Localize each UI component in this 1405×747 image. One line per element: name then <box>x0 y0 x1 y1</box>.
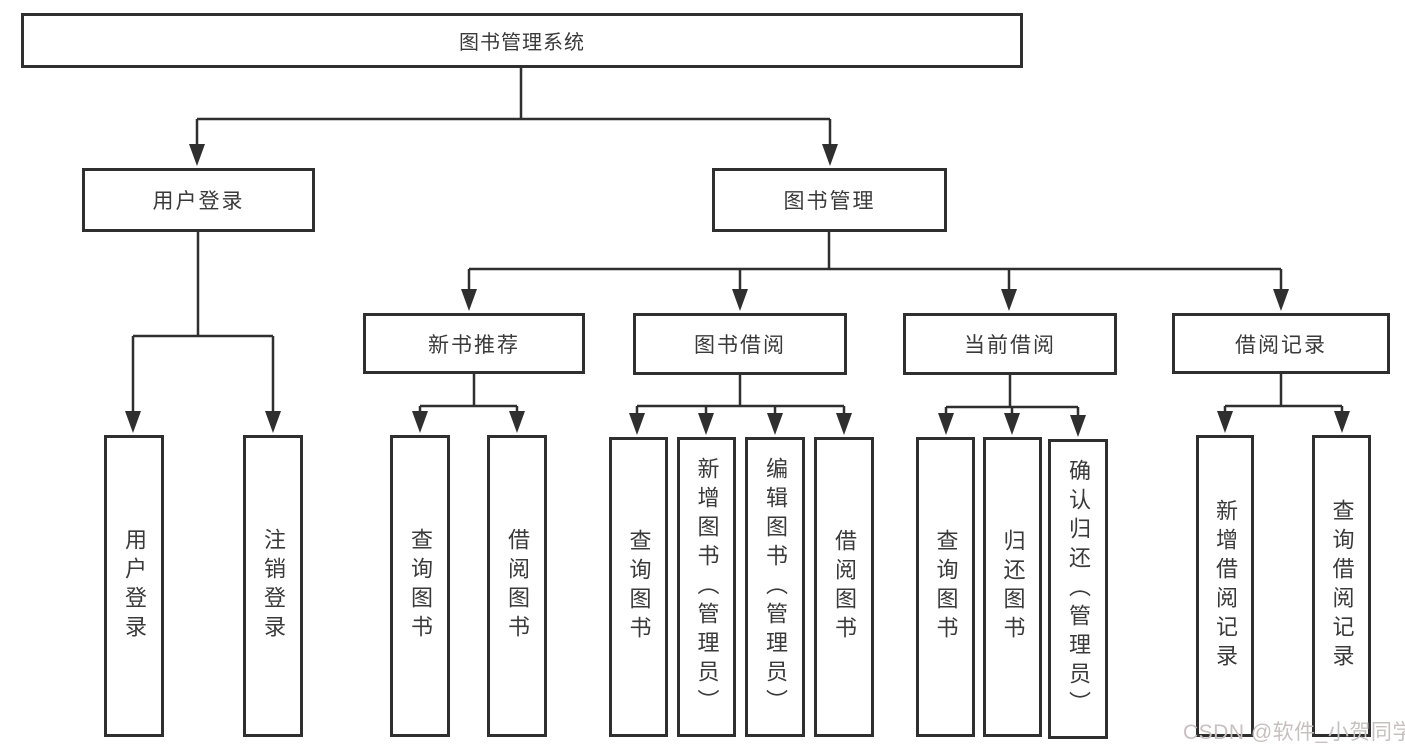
node-label-leaf-query-book-3: 查询图书 <box>933 529 959 645</box>
node-user-login: 用户登录 <box>82 168 315 232</box>
node-new-book-rec: 新书推荐 <box>363 313 585 374</box>
node-root: 图书管理系统 <box>21 13 1023 68</box>
node-leaf-add-book: 新增图书（管理员） <box>677 437 736 737</box>
watermark: CSDN @软件_小贺同学 <box>1183 721 1405 744</box>
node-label-user-login: 用户登录 <box>152 190 245 213</box>
node-label-book-borrow: 图书借阅 <box>694 334 786 357</box>
node-leaf-query-book-3: 查询图书 <box>916 437 975 737</box>
node-leaf-user-login: 用户登录 <box>104 435 164 737</box>
node-label-borrow-records: 借阅记录 <box>1235 333 1327 357</box>
node-label-new-book-rec: 新书推荐 <box>428 333 520 357</box>
node-label-book-mgmt: 图书管理 <box>783 190 876 213</box>
node-label-root: 图书管理系统 <box>459 32 585 54</box>
node-leaf-edit-book: 编辑图书（管理员） <box>745 437 805 737</box>
node-leaf-query-book-1: 查询图书 <box>390 435 450 737</box>
node-leaf-confirm-return: 确认归还（管理员） <box>1048 439 1108 739</box>
node-current-borrow: 当前借阅 <box>903 313 1117 375</box>
node-label-current-borrow: 当前借阅 <box>964 334 1056 357</box>
node-label-leaf-query-book-2: 查询图书 <box>626 529 652 645</box>
node-borrow-records: 借阅记录 <box>1172 313 1390 374</box>
node-book-mgmt: 图书管理 <box>712 168 947 232</box>
node-label-leaf-query-borrow-record: 查询借阅记录 <box>1329 499 1355 673</box>
node-label-leaf-confirm-return: 确认归还（管理员） <box>1066 458 1091 720</box>
node-label-leaf-logout: 注销登录 <box>261 528 286 644</box>
node-label-leaf-add-borrow-record: 新增借阅记录 <box>1213 499 1238 673</box>
node-leaf-logout: 注销登录 <box>243 435 303 737</box>
node-label-leaf-query-book-1: 查询图书 <box>408 528 433 644</box>
node-label-leaf-return-book: 归还图书 <box>1000 529 1026 645</box>
node-book-borrow: 图书借阅 <box>633 313 847 375</box>
node-label-leaf-add-book: 新增图书（管理员） <box>694 456 720 718</box>
node-label-leaf-user-login: 用户登录 <box>122 528 147 644</box>
node-leaf-borrow-book-2: 借阅图书 <box>814 437 874 737</box>
node-label-leaf-borrow-book-2: 借阅图书 <box>832 529 857 645</box>
node-leaf-return-book: 归还图书 <box>983 437 1042 737</box>
node-leaf-query-borrow-record: 查询借阅记录 <box>1312 435 1371 737</box>
node-leaf-borrow-book-1: 借阅图书 <box>487 435 547 737</box>
node-label-leaf-borrow-book-1: 借阅图书 <box>505 528 530 644</box>
node-label-leaf-edit-book: 编辑图书（管理员） <box>763 456 788 718</box>
node-leaf-query-book-2: 查询图书 <box>609 437 668 737</box>
node-leaf-add-borrow-record: 新增借阅记录 <box>1196 435 1254 737</box>
